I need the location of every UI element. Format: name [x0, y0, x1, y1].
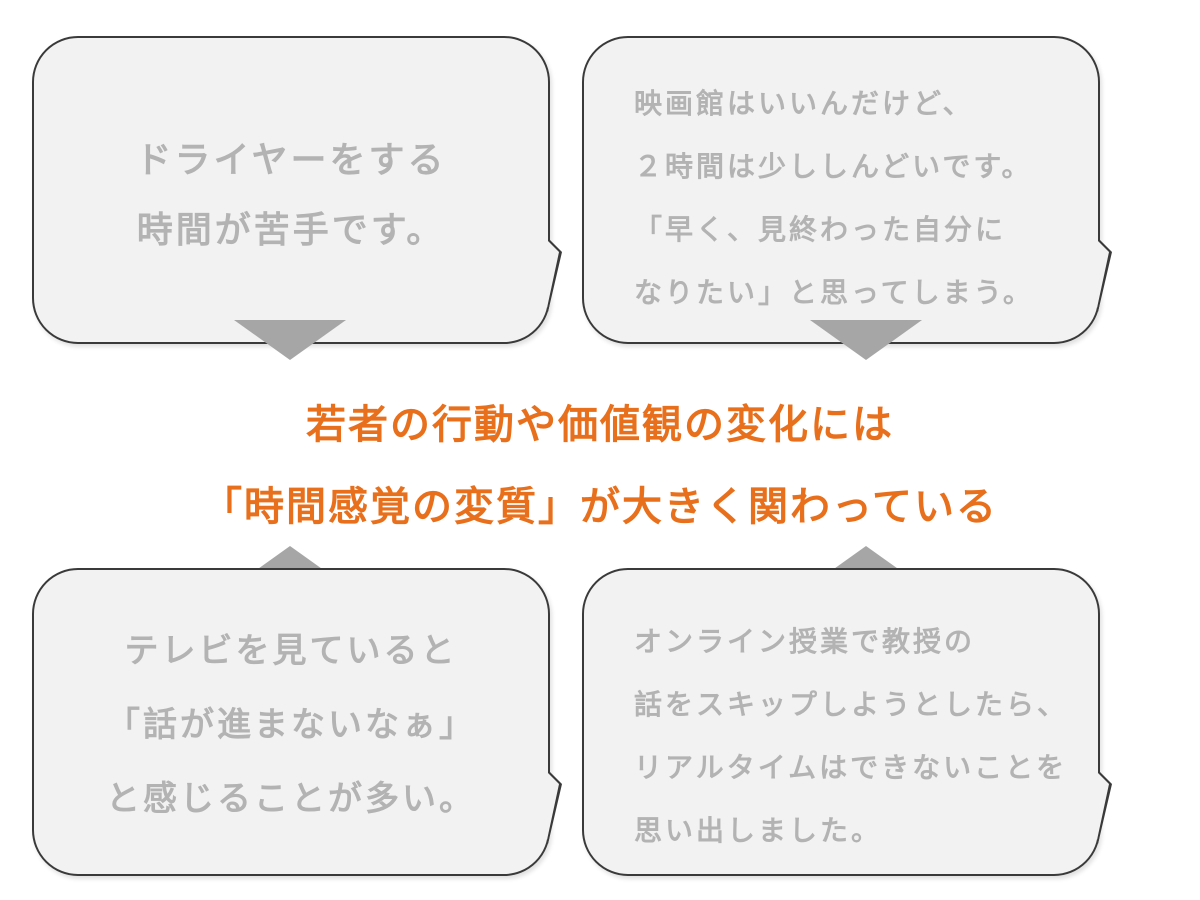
bubble-text: ドライヤーをする 時間が苦手です。: [34, 126, 548, 266]
bubble-tail: [1097, 772, 1109, 840]
bubble-line: なりたい」と思ってしまう。: [634, 276, 1034, 309]
bubble-text: テレビを見ていると 「話が進まないなぁ」 と感じることが多い。: [34, 614, 548, 836]
central-statement-line-2: 「時間感覚の変質」が大きく関わっている: [202, 484, 998, 530]
bubble-line: ドライヤーをする: [135, 140, 447, 181]
bubble-line: リアルタイムはできないことを: [634, 751, 1068, 784]
speech-bubble-bottom-right: オンライン授業で教授の 話をスキップしようとしたら、 リアルタイムはできないこと…: [582, 568, 1112, 876]
bubble-text: オンライン授業で教授の 話をスキップしようとしたら、 リアルタイムはできないこと…: [634, 610, 1088, 862]
bubble-tail: [1097, 240, 1109, 308]
bubble-line: 「早く、見終わった自分に: [634, 213, 1007, 246]
bubble-line: ２時間は少ししんどいです。: [634, 150, 1033, 183]
arrow-down-icon: [810, 320, 922, 360]
bubble-tail: [547, 240, 559, 308]
central-statement-line-1: 若者の行動や価値観の変化には: [306, 402, 894, 448]
bubble-line: オンライン授業で教授の: [634, 625, 976, 658]
bubble-line: 「話が進まないなぁ」: [106, 705, 476, 745]
bubble-line: テレビを見ていると: [124, 631, 458, 671]
speech-bubble-bottom-left: テレビを見ていると 「話が進まないなぁ」 と感じることが多い。: [32, 568, 562, 876]
speech-bubble-top-left: ドライヤーをする 時間が苦手です。: [32, 36, 562, 344]
bubble-text: 映画館はいいんだけど、 ２時間は少ししんどいです。 「早く、見終わった自分に な…: [634, 72, 1078, 324]
bubble-line: 話をスキップしようとしたら、: [634, 688, 1069, 721]
arrow-down-icon: [234, 320, 346, 360]
bubble-line: 思い出しました。: [634, 814, 883, 847]
bubble-line: と感じることが多い。: [106, 779, 476, 819]
bubble-line: 時間が苦手です。: [136, 210, 446, 251]
speech-bubble-top-right: 映画館はいいんだけど、 ２時間は少ししんどいです。 「早く、見終わった自分に な…: [582, 36, 1112, 344]
bubble-tail: [547, 772, 559, 840]
bubble-line: 映画館はいいんだけど、: [634, 87, 974, 120]
